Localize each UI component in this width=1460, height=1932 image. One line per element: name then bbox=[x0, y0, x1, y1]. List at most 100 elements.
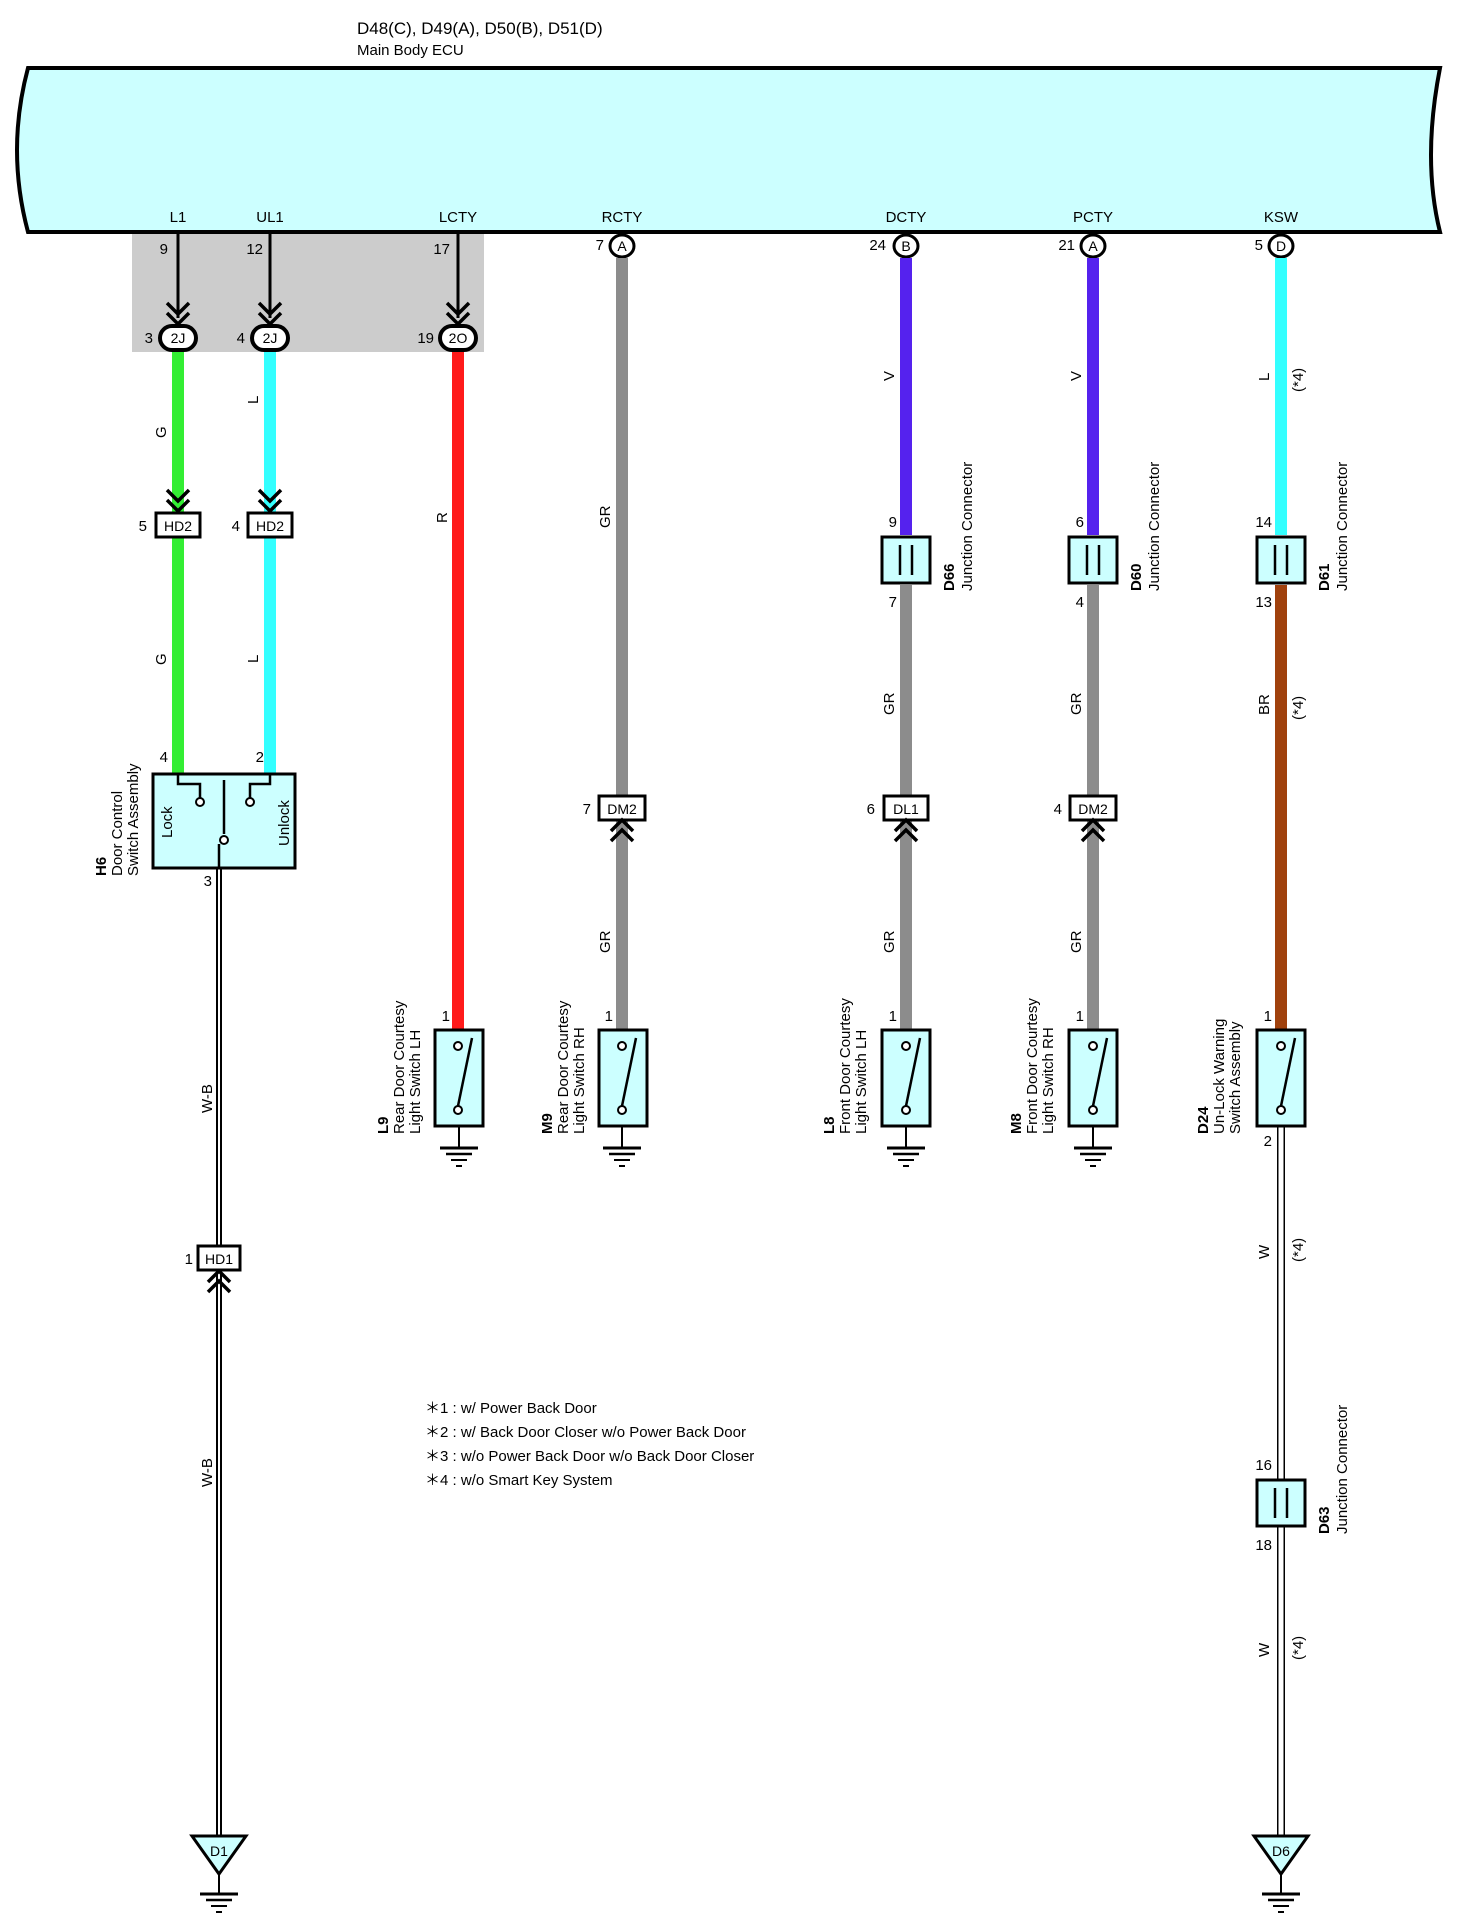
pin-h6-3: 3 bbox=[204, 873, 212, 890]
svg-text:Front Door Courtesy: Front Door Courtesy bbox=[837, 998, 854, 1134]
pin-m8: 1 bbox=[1076, 1008, 1084, 1025]
junction-connector-d61 bbox=[1255, 535, 1307, 585]
svg-text:D61: D61 bbox=[1316, 563, 1333, 591]
d66-label: D66 Junction Connector bbox=[941, 462, 976, 591]
switch-d24 bbox=[1255, 1028, 1307, 1128]
pin-rcty: 7 bbox=[596, 237, 604, 254]
d63-label: D63 Junction Connector bbox=[1316, 1405, 1351, 1534]
svg-text:B: B bbox=[901, 238, 910, 254]
terminal-pcty: PCTY bbox=[1073, 209, 1113, 226]
pin-ksw: 5 bbox=[1255, 237, 1263, 254]
svg-text:Un-Lock Warning: Un-Lock Warning bbox=[1211, 1019, 1228, 1134]
pin-m9: 1 bbox=[605, 1008, 613, 1025]
ecu-body bbox=[15, 66, 1443, 234]
svg-text:D60: D60 bbox=[1128, 563, 1145, 591]
svg-text:L9: L9 bbox=[375, 1116, 392, 1134]
svg-text:Junction Connector: Junction Connector bbox=[1146, 462, 1163, 591]
pin-d61-out: 13 bbox=[1255, 594, 1272, 611]
svg-text:2J: 2J bbox=[171, 330, 186, 346]
note-4: ＊4 : w/o Smart Key System bbox=[425, 1472, 613, 1489]
junction-connector-d66 bbox=[880, 535, 932, 585]
d24-label: D24 Un-Lock Warning Switch Assembly bbox=[1195, 1019, 1244, 1134]
d61-label: D61 Junction Connector bbox=[1316, 462, 1351, 591]
connector-dm2-rcty: DM2 bbox=[597, 794, 647, 822]
svg-text:GR: GR bbox=[1068, 930, 1085, 953]
connector-hd2-b: HD2 bbox=[246, 511, 294, 539]
circle-connector-a-rcty: A bbox=[608, 233, 636, 259]
connector-dl1-dcty: DL1 bbox=[882, 794, 930, 822]
svg-text:GR: GR bbox=[597, 930, 614, 953]
circle-connector-b-dcty: B bbox=[892, 233, 920, 259]
pin-d61-in: 14 bbox=[1255, 514, 1272, 531]
svg-text:Door Control: Door Control bbox=[109, 791, 126, 876]
svg-text:HD2: HD2 bbox=[256, 518, 284, 534]
terminal-ul1: UL1 bbox=[256, 209, 284, 226]
svg-text:Junction Connector: Junction Connector bbox=[1334, 462, 1351, 591]
variant-note-labels: (*4) (*4) (*4) (*4) bbox=[1290, 368, 1307, 1660]
wire-color-labels: G G L L R GR GR V GR GR V GR GR L BR W W… bbox=[153, 371, 1273, 1657]
svg-text:D66: D66 bbox=[941, 563, 958, 591]
ground-m8-icon bbox=[1072, 1136, 1114, 1168]
junction-2j-pin4: 2J bbox=[250, 324, 290, 352]
svg-text:HD1: HD1 bbox=[205, 1251, 233, 1267]
pin-2j-3: 3 bbox=[145, 330, 153, 347]
ecu-connectors-label: D48(C), D49(A), D50(B), D51(D) bbox=[357, 19, 603, 38]
svg-text:Light Switch RH: Light Switch RH bbox=[1040, 1027, 1057, 1134]
svg-text:R: R bbox=[434, 512, 451, 523]
pin-d66-in: 9 bbox=[889, 514, 897, 531]
m9-label: M9 Rear Door Courtesy Light Switch RH bbox=[539, 1000, 588, 1134]
svg-text:W-B: W-B bbox=[199, 1458, 216, 1487]
junction-connector-d60 bbox=[1067, 535, 1119, 585]
svg-text:A: A bbox=[617, 238, 627, 254]
notes: ＊1 : w/ Power Back Door ＊2 : w/ Back Doo… bbox=[425, 1400, 754, 1489]
terminal-lcty: LCTY bbox=[439, 209, 477, 226]
svg-text:M9: M9 bbox=[539, 1113, 556, 1134]
ground-d1-icon bbox=[198, 1882, 240, 1914]
m8-label: M8 Front Door Courtesy Light Switch RH bbox=[1008, 998, 1057, 1134]
pin-dl1-6: 6 bbox=[867, 801, 875, 818]
svg-text:(*4): (*4) bbox=[1290, 1636, 1307, 1660]
pin-dm2-7: 7 bbox=[583, 801, 591, 818]
svg-text:2O: 2O bbox=[449, 330, 468, 346]
pin-hd2-5: 5 bbox=[139, 518, 147, 535]
junction-2o-pin19: 2O bbox=[438, 324, 478, 352]
pin-pcty: 21 bbox=[1058, 237, 1075, 254]
pin-dm2-4: 4 bbox=[1054, 801, 1062, 818]
switch-m9 bbox=[597, 1028, 649, 1128]
circle-connector-d-ksw: D bbox=[1267, 233, 1295, 259]
svg-text:DM2: DM2 bbox=[607, 801, 637, 817]
ground-l8-icon bbox=[885, 1136, 927, 1168]
svg-text:W: W bbox=[1256, 1642, 1273, 1657]
ground-d6: D6 bbox=[1251, 1834, 1311, 1886]
h6-unlock-label: Unlock bbox=[276, 800, 293, 846]
svg-text:GR: GR bbox=[881, 692, 898, 715]
pin-d66-out: 7 bbox=[889, 594, 897, 611]
svg-text:L: L bbox=[1256, 373, 1273, 381]
ground-l9-icon bbox=[438, 1136, 480, 1168]
svg-text:W-B: W-B bbox=[199, 1084, 216, 1113]
ground-m9-icon bbox=[601, 1136, 643, 1168]
pin-d63-out: 18 bbox=[1255, 1537, 1272, 1554]
circle-connector-a-pcty: A bbox=[1079, 233, 1107, 259]
svg-text:D63: D63 bbox=[1316, 1506, 1333, 1534]
svg-text:Light Switch LH: Light Switch LH bbox=[407, 1030, 424, 1134]
connector-hd1: HD1 bbox=[196, 1244, 242, 1272]
svg-text:HD2: HD2 bbox=[164, 518, 192, 534]
svg-text:G: G bbox=[153, 426, 170, 438]
door-control-switch-h6 bbox=[151, 772, 297, 870]
ground-d1: D1 bbox=[189, 1834, 249, 1886]
pin-d24-2: 2 bbox=[1264, 1133, 1272, 1150]
ecu-terminal-labels: L1 UL1 LCTY RCTY DCTY PCTY KSW bbox=[170, 209, 1299, 226]
connector-hd2-a: HD2 bbox=[154, 511, 202, 539]
junction-2j-pin3: 2J bbox=[158, 324, 198, 352]
svg-text:G: G bbox=[153, 653, 170, 665]
pin-d60-out: 4 bbox=[1076, 594, 1084, 611]
svg-text:GR: GR bbox=[1068, 692, 1085, 715]
svg-text:L: L bbox=[245, 396, 262, 404]
pin-lcty: 17 bbox=[433, 241, 450, 258]
terminal-l1: L1 bbox=[170, 209, 187, 226]
svg-text:GR: GR bbox=[881, 930, 898, 953]
d60-label: D60 Junction Connector bbox=[1128, 462, 1163, 591]
